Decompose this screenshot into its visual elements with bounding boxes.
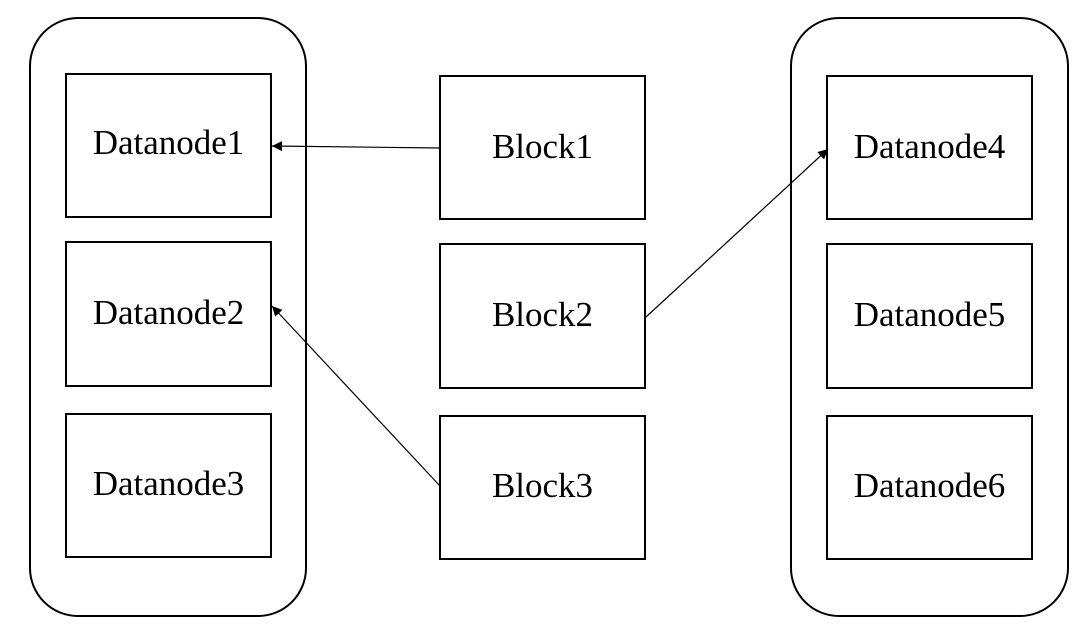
block-3-label: Block3 (492, 466, 593, 505)
datanode-6: Datanode6 (826, 415, 1033, 560)
datanode-3-label: Datanode3 (93, 464, 245, 503)
edge-block2-to-datanode4 (645, 148, 829, 318)
datanode-1: Datanode1 (65, 73, 272, 218)
datanode-3: Datanode3 (65, 413, 272, 558)
block-2-label: Block2 (492, 295, 593, 334)
datanode-4-label: Datanode4 (854, 127, 1006, 166)
datanode-4: Datanode4 (826, 75, 1033, 220)
block-1-label: Block1 (492, 127, 593, 166)
block-2: Block2 (439, 243, 646, 389)
datanode-6-label: Datanode6 (854, 466, 1006, 505)
block-1: Block1 (439, 75, 646, 220)
datanode-1-label: Datanode1 (93, 123, 245, 162)
datanode-2-label: Datanode2 (93, 293, 245, 332)
datanode-2: Datanode2 (65, 241, 272, 387)
edge-block3-to-datanode2 (271, 305, 441, 487)
block-3: Block3 (439, 415, 646, 560)
edge-block1-to-datanode1 (271, 141, 441, 152)
datanode-5-label: Datanode5 (854, 295, 1006, 334)
datanode-5: Datanode5 (826, 243, 1033, 389)
